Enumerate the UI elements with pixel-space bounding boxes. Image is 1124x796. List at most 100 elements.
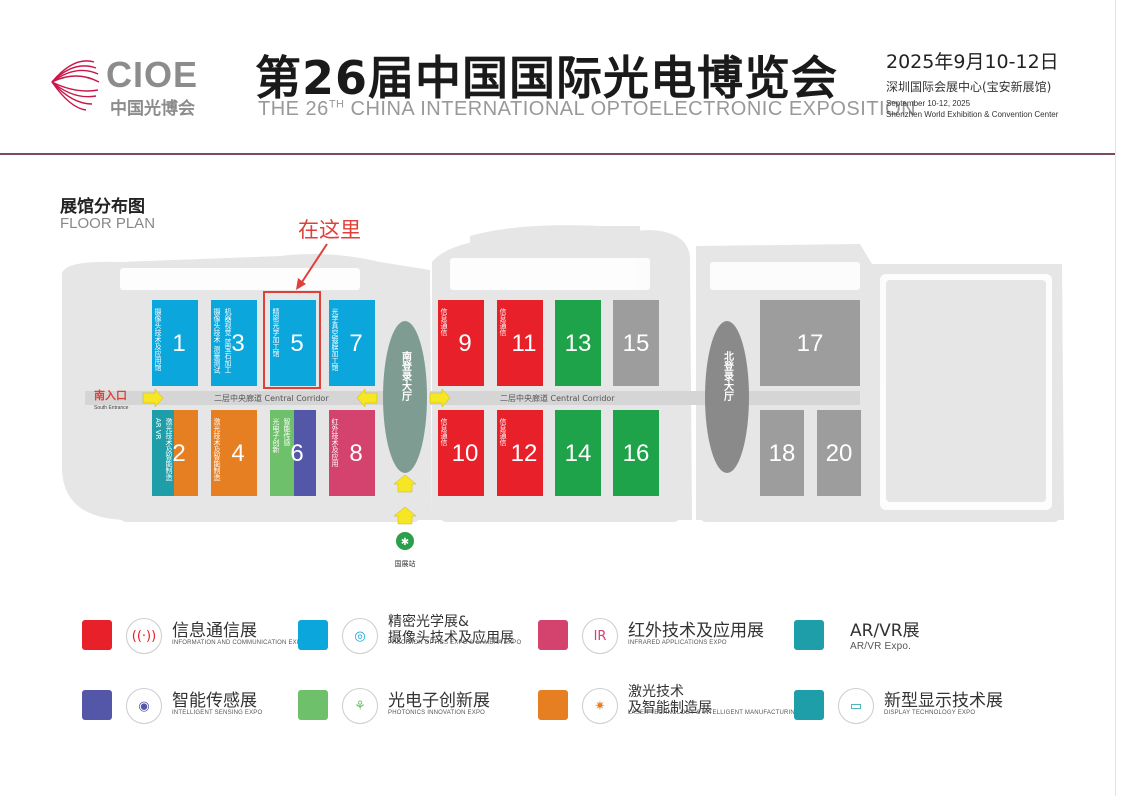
arrow-icon (142, 388, 164, 408)
hall-5-block (270, 300, 316, 386)
hall-2-arvr-zone (152, 410, 174, 496)
legend-label: 新型显示技术展 (884, 691, 1003, 711)
legend-swatch (298, 690, 328, 720)
you-are-here-pointer (301, 243, 328, 283)
hall-number: 18 (769, 440, 796, 467)
south-registration-hall (383, 321, 427, 473)
hall-tag: 光电子创新 (272, 417, 280, 454)
network-icon: ⚘ (342, 688, 378, 724)
building-grid (886, 280, 1046, 502)
hall-number: 20 (826, 440, 853, 467)
corridor-label-left: 二层中央廊道 Central Corridor (214, 393, 329, 403)
hall-13[interactable]: 13 (555, 300, 601, 386)
hall-15[interactable]: 15 (613, 300, 659, 386)
hall-tag: 信息通信 (440, 417, 448, 447)
hall-number: 2 (172, 440, 185, 467)
hall-10[interactable]: 10 信息通信 (438, 410, 484, 496)
metro-icon (396, 532, 414, 550)
hall-number: 16 (623, 440, 650, 467)
hall-14-block (555, 410, 601, 496)
hall-18-block (760, 410, 804, 496)
hall-15-block (613, 300, 659, 386)
hall-4-block (211, 410, 257, 496)
corridor-label-right: 二层中央廊道 Central Corridor (500, 393, 615, 403)
hall-7[interactable]: 7 光学真空镀膜加工馆 (329, 300, 375, 386)
hall-number: 10 (452, 440, 479, 467)
hall-5[interactable]: 5 精密光学加工馆 (270, 300, 316, 386)
hall-number: 4 (231, 440, 244, 467)
hall-4[interactable]: 4 激光技术及智能制造 (211, 410, 257, 496)
legend-swatch (794, 620, 824, 650)
hall-9-block (438, 300, 484, 386)
hall-tag: 光学真空镀膜加工馆 (331, 307, 339, 372)
hall-number: 7 (349, 330, 362, 357)
hall-20-block (817, 410, 861, 496)
page-subtitle: THE 26TH CHINA INTERNATIONAL OPTOELECTRO… (258, 98, 916, 121)
legend-label-en: DISPLAY TECHNOLOGY EXPO (884, 710, 976, 716)
hall-number: 1 (172, 330, 185, 357)
hall-14[interactable]: 14 (555, 410, 601, 496)
hall-tag: 红外技术及应用 (331, 417, 339, 468)
hall-12-block (497, 410, 543, 496)
hall-number: 9 (458, 330, 471, 357)
south-hall-label: 南登录大厅 (400, 350, 413, 402)
hall-1[interactable]: 1 摄像头技术及应用馆 (152, 300, 198, 386)
lens-icon: ◎ (342, 618, 378, 654)
hall-number: 17 (797, 330, 824, 357)
legend-label-en: PHOTONICS INNOVATION EXPO (388, 710, 486, 716)
hall-3[interactable]: 3摄像头技术 测量测试机器视觉 蓝宝石加工 (211, 300, 257, 386)
hall-6[interactable]: 6光电子创新智能传感 (270, 410, 316, 496)
south-entrance-label: 南入口 (94, 388, 127, 402)
legend-swatch (82, 690, 112, 720)
you-are-here-label: 在这里 (298, 218, 361, 242)
legend-label: 红外技术及应用展 (628, 621, 764, 641)
north-registration-hall (705, 321, 749, 473)
central-corridor-left (140, 391, 390, 405)
hall-number: 13 (565, 330, 592, 357)
arrow-icon (393, 474, 417, 493)
hall-17[interactable]: 17 (760, 300, 860, 386)
subtitle-post: CHINA INTERNATIONAL OPTOELECTRONIC EXPOS… (344, 98, 917, 120)
arrow-icon (393, 506, 417, 525)
hall-tag: 激光技术及智能制造 (213, 417, 221, 482)
legend-label: 智能传感展 (172, 691, 257, 711)
hall-number: 5 (290, 330, 303, 357)
eye-icon: ◉ (126, 688, 162, 724)
hall-number: 12 (511, 440, 538, 467)
hall-tag: 精密光学加工馆 (272, 307, 280, 358)
hall-tag: 信息通信 (499, 307, 507, 337)
event-venue-en: Shenzhen World Exhibition & Convention C… (886, 110, 1059, 119)
hall-tag: 机器视觉 蓝宝石加工 (224, 307, 232, 373)
hall-20[interactable]: 20 (817, 410, 861, 496)
hall-8-block (329, 410, 375, 496)
legend-label: 光电子创新展 (388, 691, 490, 711)
arrow-icon (356, 388, 378, 408)
hall-2-laser-zone (174, 410, 198, 496)
arrow-icon (429, 388, 451, 408)
hall-6-sensing-zone (294, 410, 316, 496)
legend-label-en: AR/VR Expo. (850, 641, 912, 652)
hall-18[interactable]: 18 (760, 410, 804, 496)
hall-11-block (497, 300, 543, 386)
hall-tag: 摄像头技术及应用馆 (154, 307, 162, 372)
event-date: 2025年9月10-12日 (886, 51, 1059, 73)
floor-plan-title-en: FLOOR PLAN (60, 215, 156, 232)
north-hall-label: 北登录大厅 (722, 350, 735, 402)
hall-7-block (329, 300, 375, 386)
subtitle-pre: THE 26 (258, 98, 329, 120)
hall-16[interactable]: 16 (613, 410, 659, 496)
central-corridor-right (430, 391, 860, 405)
hall-number: 14 (565, 440, 592, 467)
